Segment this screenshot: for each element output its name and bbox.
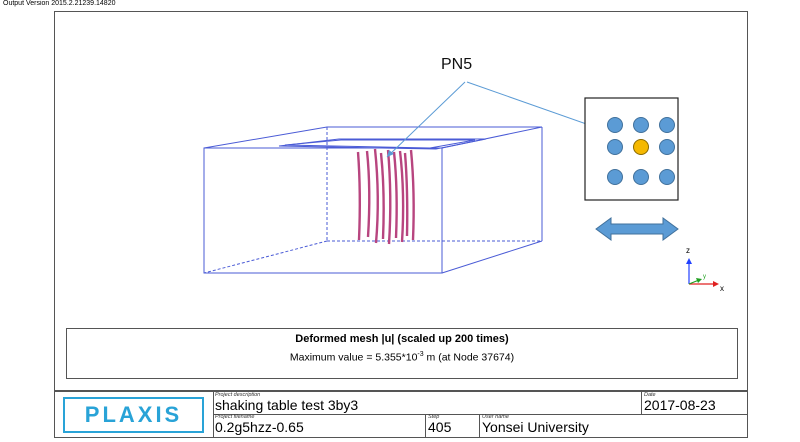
axes-triad — [686, 258, 719, 287]
max-value-suffix: m (at Node 37674) — [423, 351, 515, 364]
title-block-divider — [213, 414, 747, 415]
pile-group — [356, 148, 415, 245]
shaking-direction-arrow — [595, 217, 679, 241]
step-cell: Step 405 — [425, 414, 479, 437]
pile-layout-circles — [607, 117, 675, 185]
title-block: PLAXIS Project description shaking table… — [54, 391, 748, 438]
max-value-prefix: Maximum value = 5.355*10 — [289, 351, 418, 364]
date-label: Date — [644, 392, 656, 398]
callout-arrowhead-1 — [387, 150, 394, 157]
model-drawing — [203, 81, 719, 287]
soil-box-mesh — [203, 126, 543, 274]
user-name-value: Yonsei University — [482, 419, 589, 435]
output-version: Output Version 2015.2.21239.14820 — [3, 0, 116, 7]
project-description-label: Project description — [215, 392, 261, 398]
step-value: 405 — [428, 419, 452, 435]
logo-cell: PLAXIS — [55, 392, 214, 437]
plaxis-logo: PLAXIS — [63, 397, 204, 433]
z-axis-label: z — [686, 246, 690, 255]
user-name-cell: User name Yonsei University — [479, 414, 747, 437]
date-value: 2017-08-23 — [644, 397, 716, 413]
date-cell: Date 2017-08-23 — [641, 392, 747, 414]
project-filename-label: Project filename — [215, 414, 255, 420]
caption-max-value: Maximum value = 5.355*10-3 m (at Node 37… — [67, 351, 737, 364]
output-frame: PN5 z y x Deformed mesh |u| (scaled up 2… — [54, 11, 748, 391]
x-axis-label: x — [720, 284, 724, 293]
caption-title: Deformed mesh |u| (scaled up 200 times) — [295, 333, 509, 345]
y-axis-label: y — [703, 274, 706, 280]
user-name-label: User name — [482, 414, 509, 420]
model-viewport[interactable]: PN5 z y x — [55, 12, 747, 324]
project-filename-value: 0.2g5hzz-0.65 — [215, 419, 304, 435]
pn5-callout-label: PN5 — [441, 56, 473, 73]
result-caption: Deformed mesh |u| (scaled up 200 times) … — [66, 328, 738, 379]
project-filename-cell: Project filename 0.2g5hzz-0.65 — [213, 414, 425, 437]
project-description-cell: Project description shaking table test 3… — [213, 392, 641, 414]
project-description-value: shaking table test 3by3 — [215, 397, 359, 413]
step-label: Step — [428, 414, 440, 420]
max-value-exponent: -3 — [417, 351, 424, 358]
